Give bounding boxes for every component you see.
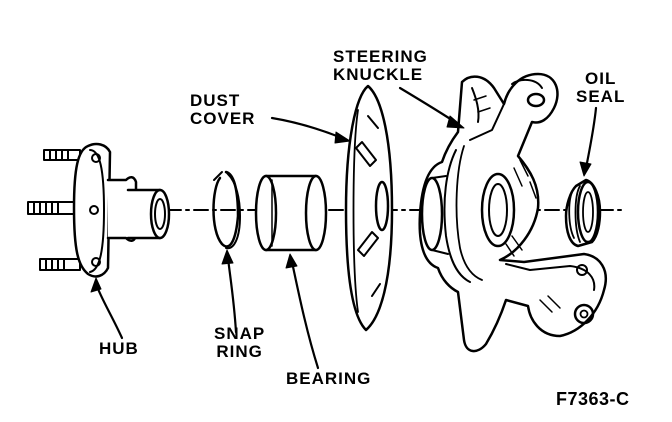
figure-code: F7363-C <box>556 389 630 409</box>
hub <box>27 142 171 278</box>
label-snap-ring: SNAP RING <box>214 324 266 361</box>
oil-seal <box>564 178 602 248</box>
dust-cover <box>344 84 394 332</box>
label-oil-seal: OIL SEAL <box>576 69 626 106</box>
label-steering-knuckle: STEERING KNUCKLE <box>333 47 428 84</box>
label-dust-cover: DUST COVER <box>190 91 256 128</box>
steering-knuckle <box>418 72 607 353</box>
hub-flange <box>72 142 112 278</box>
label-hub: HUB <box>99 339 139 358</box>
bearing <box>254 174 328 252</box>
leader-lines <box>90 86 598 370</box>
wheel-studs <box>27 149 81 271</box>
snap-ring <box>212 170 241 250</box>
label-bearing: BEARING <box>286 369 372 388</box>
